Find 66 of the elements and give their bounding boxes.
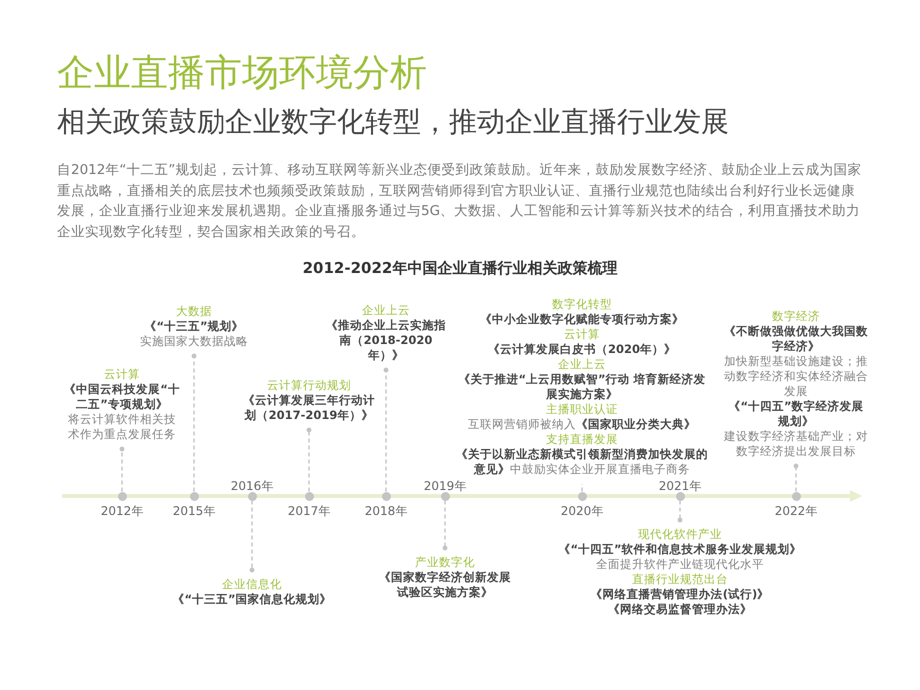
timeline-dot <box>792 492 800 500</box>
event-description: 将云计算软件相关技术作为重点发展任务 <box>67 412 177 442</box>
event-heading: 企业上云 <box>361 303 411 318</box>
policy-title: 《“十四五”软件和信息技术服务业发展规划》 <box>557 542 803 557</box>
subtitle: 相关政策鼓励企业数字化转型，推动企业直播行业发展 <box>57 104 730 140</box>
policy-title: 《网络交易监督管理办法》 <box>607 602 753 617</box>
policy-title: 《国家数字经济创新发展试验区实施方案》 <box>378 570 512 600</box>
policy-title: 《不断做强做优做大我国数字经济》 <box>724 324 868 354</box>
leader-line <box>192 354 196 492</box>
chart-title: 2012-2022年中国企业直播行业相关政策梳理 <box>302 258 618 278</box>
event-heading: 产业数字化 <box>414 555 476 570</box>
event-description: 实施国家大数据战略 <box>139 334 249 349</box>
policy-title: 《关于推进“上云用数赋智”行动 培育新经济发展实施方案》 <box>457 372 707 402</box>
timeline-dot <box>304 492 314 500</box>
timeline-dot <box>578 492 586 500</box>
event-heading: 支持直播发展 <box>545 432 619 447</box>
policy-title: 《推动企业上云实施指南（2018-2020年）》 <box>325 318 447 363</box>
event-heading: 云计算 <box>103 367 141 382</box>
year-label: 2012年 <box>100 503 144 520</box>
year-label: 2022年 <box>774 503 818 520</box>
policy-title: 《中小企业数字化赋能专项行动方案》 <box>479 312 685 327</box>
event-heading: 云计算行动规划 <box>266 378 352 393</box>
leader-line <box>794 464 798 492</box>
policy-title: 《云计算发展白皮书（2020年）》 <box>486 342 677 357</box>
event-description: 《关于以新业态新模式引领新型消费加快发展的意见》中鼓励实体企业开展直播电子商务 <box>456 447 708 477</box>
policy-title: 《云计算发展三年行动计划（2017-2019年）》 <box>242 393 376 423</box>
event-heading: 数字化转型 <box>551 297 613 312</box>
timeline-dot <box>118 492 126 500</box>
event-heading: 现代化软件产业 <box>637 527 723 542</box>
leader-line <box>581 484 583 492</box>
leader-line <box>442 500 448 550</box>
year-label: 2021年 <box>658 478 702 495</box>
event-description: 互联网营销师被纳入《国家职业分类大典》 <box>467 417 697 432</box>
leader-line <box>250 500 254 572</box>
year-label: 2018年 <box>364 503 408 520</box>
policy-title: 《“十四五”数字经济发展规划》 <box>727 399 865 429</box>
leader-line <box>384 368 388 492</box>
timeline-dot <box>440 492 450 500</box>
timeline-dot <box>382 492 390 500</box>
event-heading: 数字经济 <box>771 309 821 324</box>
policy-title: 《“十三五”规划》 <box>143 319 245 334</box>
event-heading: 直播行业规范出台 <box>631 572 729 587</box>
timeline-dot <box>248 492 256 500</box>
timeline-dot <box>676 492 684 500</box>
page-title: 企业直播市场环境分析 <box>57 50 427 96</box>
year-label: 2015年 <box>172 503 216 520</box>
leader-line <box>120 446 124 492</box>
event-description: 建设数字经济基础产业；对数字经济提出发展目标 <box>724 429 868 459</box>
year-label: 2016年 <box>230 478 274 495</box>
event-heading: 大数据 <box>175 304 213 319</box>
event-heading: 企业信息化 <box>221 577 283 592</box>
event-heading: 云计算 <box>563 327 601 342</box>
year-label: 2017年 <box>288 503 330 520</box>
policy-title: 《“十三五”国家信息化规划》 <box>171 592 333 607</box>
year-label: 2020年 <box>560 503 604 520</box>
event-heading: 主播职业认证 <box>545 402 619 417</box>
policy-title: 《网络直播营销管理办法(试行)》 <box>590 587 770 602</box>
timeline-dot <box>190 492 198 500</box>
event-description: 全面提升软件产业链现代化水平 <box>595 557 765 572</box>
event-description: 加快新型基础设施建设；推动数字经济和实体经济融合发展 <box>724 354 868 399</box>
leader-line <box>678 500 682 522</box>
year-label: 2019年 <box>424 478 466 495</box>
leader-line <box>306 428 312 492</box>
intro-paragraph: 自2012年“十二五”规划起，云计算、移动互联网等新兴业态便受到政策鼓励。近年来，鼓励发展数字经济、鼓励企业上云成为国家重点战略，直播相关的底层技术也频频受政策鼓励，互联网营销师得到官方职业认证、直播行业规范也陆续出台利好行业长远健康发展，企业直播行业迎来发展机遇期。企业直播服务通过与5G、大数据、人工智能和云计算等新兴技术的结合，利用直播技术助力企业实现数字化转型，契合国家相关政策的号召。 <box>57 161 862 242</box>
policy-title: 《中国云科技发展“十二五”专项规划》 <box>63 382 181 412</box>
event-heading: 企业上云 <box>557 357 607 372</box>
